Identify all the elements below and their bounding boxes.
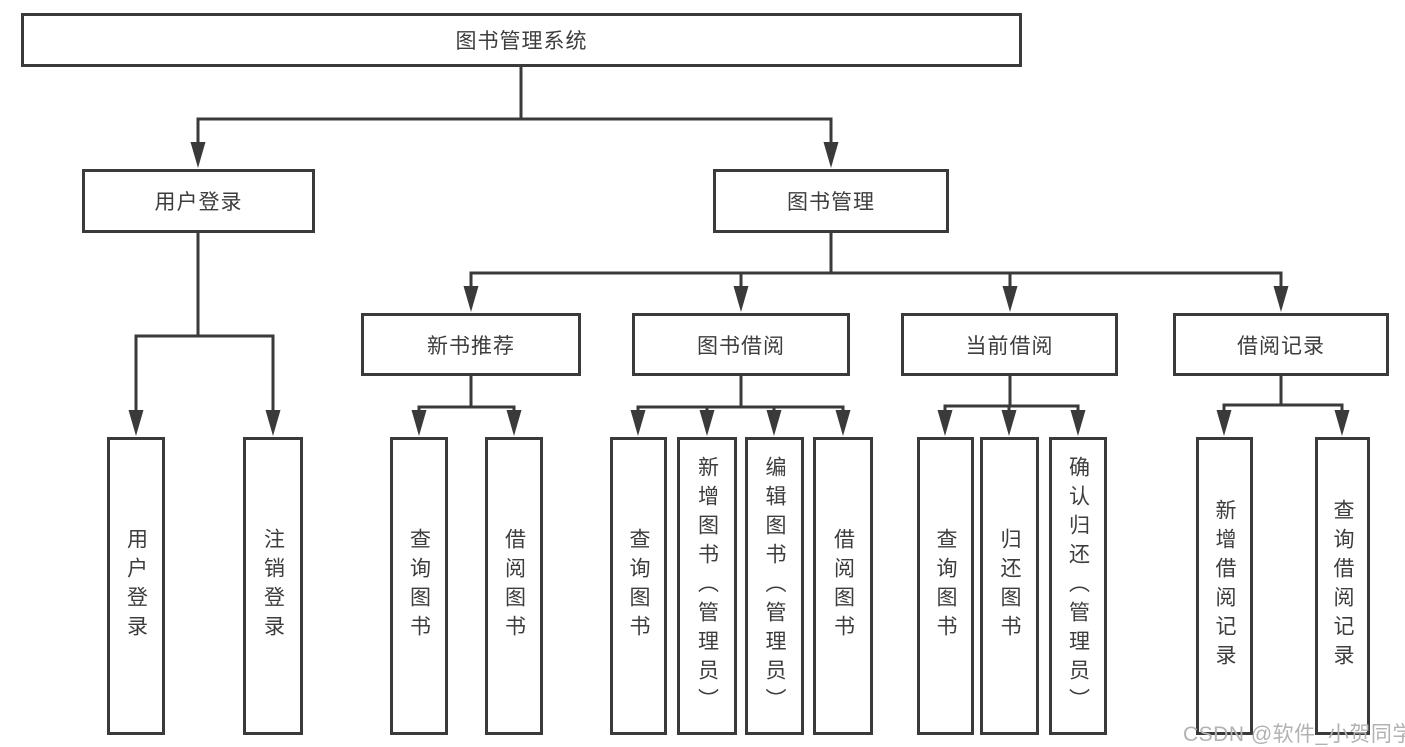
leaf-add-books-admin: 新增图书（管理员）	[677, 437, 737, 735]
leaf-logout: 注销登录	[243, 437, 303, 735]
leaf-borrow-books-recommend: 借阅图书	[485, 437, 543, 735]
leaf-confirm-return-admin: 确认归还（管理员）	[1049, 437, 1107, 735]
leaf-query-books-current: 查询图书	[917, 437, 974, 735]
node-current-borrowing: 当前借阅	[901, 313, 1118, 376]
leaf-query-books-recommend: 查询图书	[390, 437, 448, 735]
csdn-watermark: CSDN @软件_小贺同学	[1183, 723, 1405, 746]
node-library-management-system: 图书管理系统	[21, 13, 1022, 67]
node-user-login: 用户登录	[82, 169, 315, 233]
node-borrowing-records: 借阅记录	[1173, 313, 1389, 376]
leaf-query-borrow-record: 查询借阅记录	[1315, 437, 1370, 735]
leaf-edit-books-admin: 编辑图书（管理员）	[745, 437, 804, 735]
leaf-user-login: 用户登录	[107, 437, 165, 735]
node-new-book-recommendation: 新书推荐	[361, 313, 581, 376]
node-book-borrowing: 图书借阅	[632, 313, 850, 376]
leaf-borrow-books: 借阅图书	[813, 437, 873, 735]
leaf-add-borrow-record: 新增借阅记录	[1196, 437, 1253, 735]
node-book-management: 图书管理	[713, 169, 949, 233]
leaf-return-books: 归还图书	[980, 437, 1039, 735]
leaf-query-books-borrowing: 查询图书	[610, 437, 667, 735]
